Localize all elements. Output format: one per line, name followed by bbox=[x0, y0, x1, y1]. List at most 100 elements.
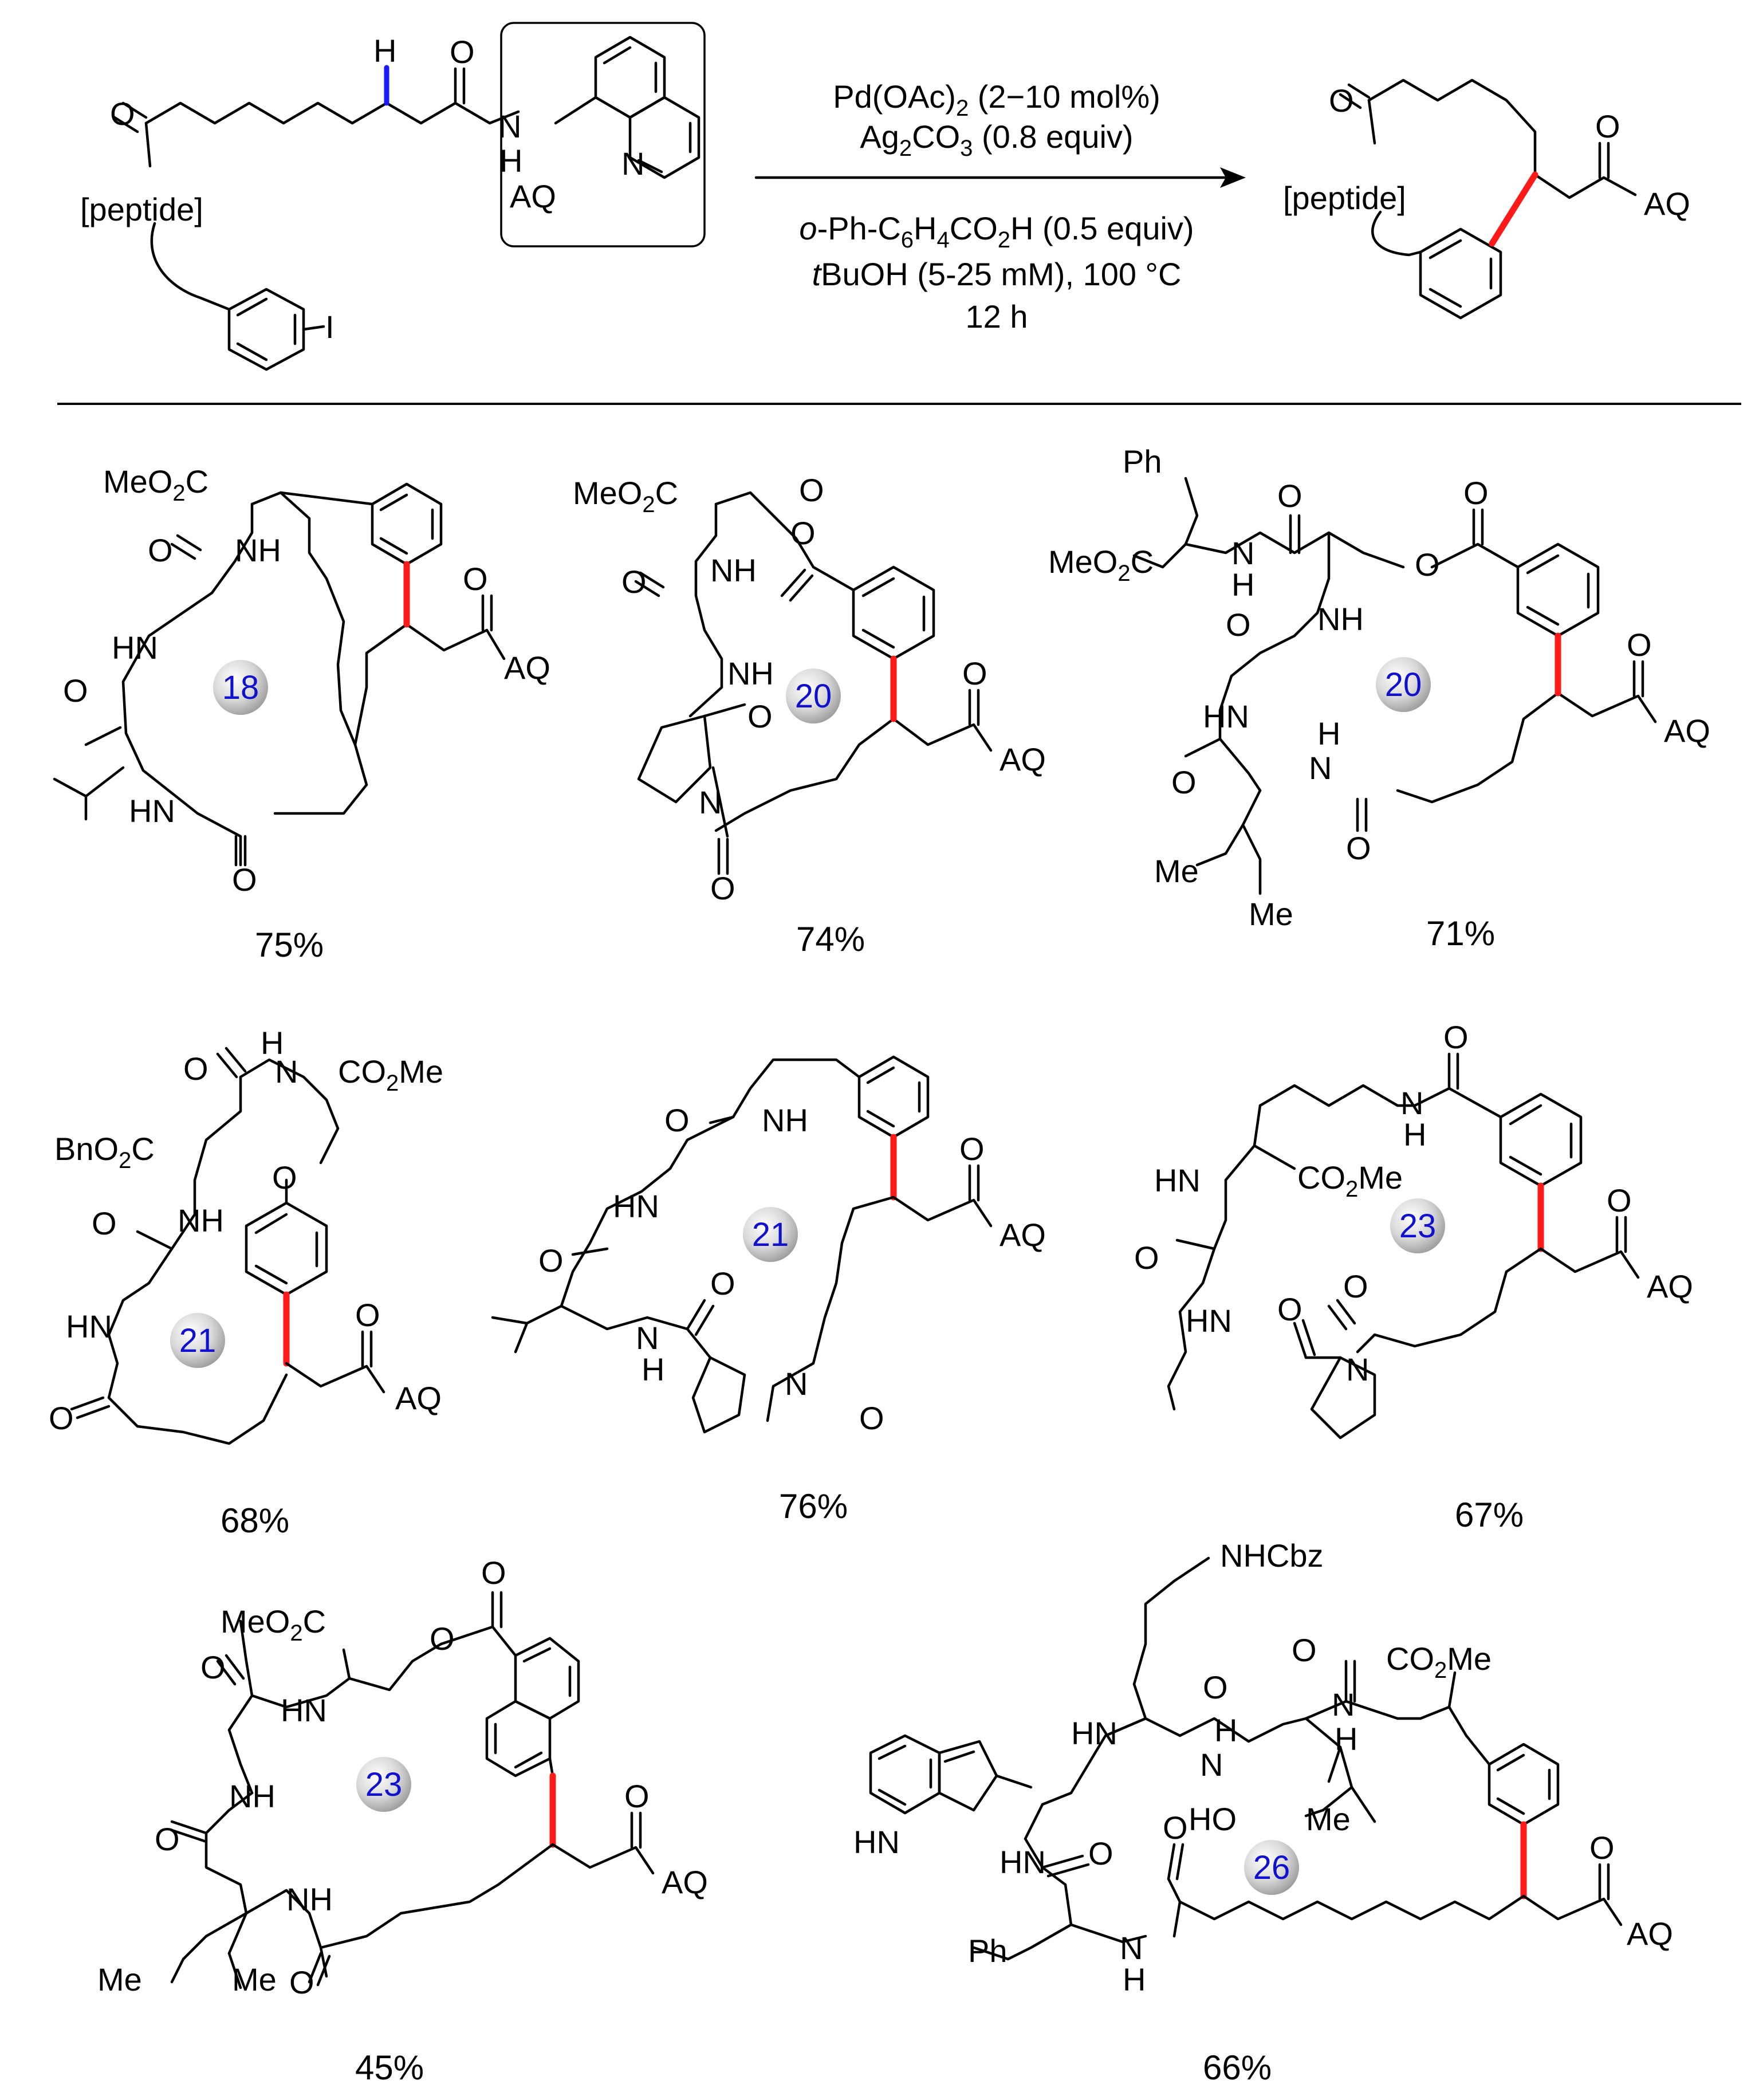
p8-h1: H bbox=[1214, 1712, 1237, 1748]
p4-ring-badge bbox=[170, 1313, 225, 1368]
p8-hn2: HN bbox=[999, 1844, 1046, 1880]
p8-h2: H bbox=[1335, 1721, 1357, 1757]
p2-o1: O bbox=[621, 564, 647, 600]
p3-ring-size: 20 bbox=[1385, 666, 1422, 703]
p7-o4: O bbox=[289, 1964, 314, 2000]
sm-iodine-label: I bbox=[325, 309, 335, 345]
sm-h-label: H bbox=[373, 33, 396, 69]
p2-aq: AQ bbox=[999, 741, 1046, 777]
aux-label: AQ bbox=[510, 178, 556, 214]
p8-aq: AQ bbox=[1627, 1916, 1673, 1952]
p3-o3: O bbox=[1226, 607, 1251, 643]
p3-n2: N bbox=[1309, 750, 1332, 786]
p5-o5: O bbox=[959, 1131, 985, 1167]
p3-hn1: HN bbox=[1203, 698, 1249, 734]
p6-n2: N bbox=[1346, 1351, 1369, 1387]
p8-o5: O bbox=[1589, 1830, 1615, 1866]
p7-yield: 45% bbox=[355, 2048, 424, 2087]
p5-yield: 76% bbox=[779, 1487, 848, 1525]
product-general bbox=[1339, 78, 1637, 320]
product-8 bbox=[869, 1556, 1623, 1961]
p6-o1: O bbox=[1443, 1019, 1469, 1055]
product-3 bbox=[1132, 477, 1657, 895]
p4-bno2c: BnO2C bbox=[54, 1131, 155, 1173]
prod-ketone-o: O bbox=[1329, 82, 1354, 119]
prod-aux-label: AQ bbox=[1644, 186, 1690, 222]
p1-nh1: NH bbox=[235, 532, 281, 568]
p8-ring-size: 26 bbox=[1253, 1849, 1290, 1886]
p3-ring-badge bbox=[1376, 657, 1431, 712]
p1-o1: O bbox=[148, 532, 173, 568]
p8-o2: O bbox=[1292, 1632, 1317, 1668]
p4-o-ether: O bbox=[272, 1159, 297, 1195]
p8-ph: Ph bbox=[968, 1933, 1008, 1969]
p5-n: N bbox=[636, 1320, 659, 1356]
p3-aq: AQ bbox=[1664, 713, 1710, 749]
p5-h: H bbox=[642, 1351, 664, 1387]
p8-n3: N bbox=[1120, 1930, 1143, 1966]
sm-nh-h: H bbox=[499, 143, 522, 179]
p2-o-ester2: O bbox=[799, 472, 824, 508]
p5-o1: O bbox=[664, 1102, 690, 1138]
p6-ring-badge bbox=[1390, 1198, 1445, 1253]
p8-o4: O bbox=[1163, 1810, 1188, 1846]
reaction-arrow bbox=[754, 167, 1246, 188]
p2-o-ester: O bbox=[790, 515, 816, 551]
product-2 bbox=[634, 491, 993, 875]
p7-o1: O bbox=[481, 1555, 506, 1591]
p6-o4: O bbox=[1343, 1268, 1368, 1304]
p7-meo2c: MeO2C bbox=[221, 1603, 326, 1646]
p1-meo2c: MeO2C bbox=[103, 463, 208, 506]
p7-aq: AQ bbox=[662, 1864, 708, 1900]
p3-o5: O bbox=[1346, 830, 1371, 866]
p5-o4: O bbox=[859, 1400, 884, 1436]
p7-nh1: NH bbox=[229, 1778, 276, 1814]
p7-o2: O bbox=[200, 1649, 226, 1685]
p5-ring-badge bbox=[743, 1207, 798, 1262]
p7-ring-size: 23 bbox=[365, 1766, 403, 1803]
p4-hn1: HN bbox=[66, 1308, 112, 1344]
p8-hn-indole: HN bbox=[853, 1824, 900, 1860]
p8-me: Me bbox=[1306, 1801, 1351, 1837]
p1-o3: O bbox=[232, 862, 257, 898]
p5-n2: N bbox=[785, 1366, 808, 1402]
product-6 bbox=[1167, 1052, 1640, 1440]
p4-o4: O bbox=[355, 1297, 380, 1333]
p6-h1: H bbox=[1403, 1116, 1426, 1153]
p3-me1: Me bbox=[1154, 853, 1199, 889]
p2-ring-size: 20 bbox=[795, 678, 832, 715]
condition-solvent: tBuOH (5-25 mM), 100 °C bbox=[812, 256, 1182, 292]
p4-aq: AQ bbox=[395, 1380, 442, 1416]
p4-o2: O bbox=[92, 1205, 117, 1241]
sm-amide-o: O bbox=[450, 34, 475, 70]
p3-o2: O bbox=[1463, 475, 1489, 511]
p1-yield: 75% bbox=[255, 926, 324, 964]
p7-o-ester: O bbox=[430, 1621, 455, 1657]
sm-ketone-o: O bbox=[110, 96, 135, 132]
sm-nh-n: N bbox=[498, 108, 521, 144]
p7-ring-badge bbox=[356, 1757, 411, 1812]
p5-hn1: HN bbox=[613, 1188, 659, 1224]
p4-n1: N bbox=[275, 1053, 298, 1090]
p8-n2: N bbox=[1332, 1686, 1355, 1723]
p6-o5: O bbox=[1607, 1182, 1632, 1218]
p4-co2me: CO2Me bbox=[338, 1053, 443, 1096]
p6-hn1: HN bbox=[1154, 1162, 1201, 1198]
sm-quinoline-n: N bbox=[621, 145, 644, 182]
p4-ring-size: 21 bbox=[179, 1322, 217, 1359]
p6-o3: O bbox=[1277, 1291, 1302, 1327]
condition-additive: o-Ph-C6H4CO2H (0.5 equiv) bbox=[799, 210, 1194, 253]
prod-peptide-label: [peptide] bbox=[1283, 180, 1406, 216]
p7-nh2: NH bbox=[286, 1881, 333, 1917]
p2-nh2: NH bbox=[727, 655, 774, 691]
p2-meo2c: MeO2C bbox=[573, 475, 678, 517]
p3-yield: 71% bbox=[1426, 914, 1495, 953]
p2-o3: O bbox=[710, 870, 735, 906]
p5-ring-size: 21 bbox=[752, 1216, 789, 1253]
p8-hn1: HN bbox=[1071, 1715, 1117, 1751]
p3-h2: H bbox=[1317, 715, 1340, 752]
p2-nh1: NH bbox=[710, 552, 757, 588]
product-5 bbox=[491, 1055, 993, 1434]
p6-o2: O bbox=[1134, 1240, 1159, 1276]
p1-hn2: HN bbox=[129, 793, 175, 829]
